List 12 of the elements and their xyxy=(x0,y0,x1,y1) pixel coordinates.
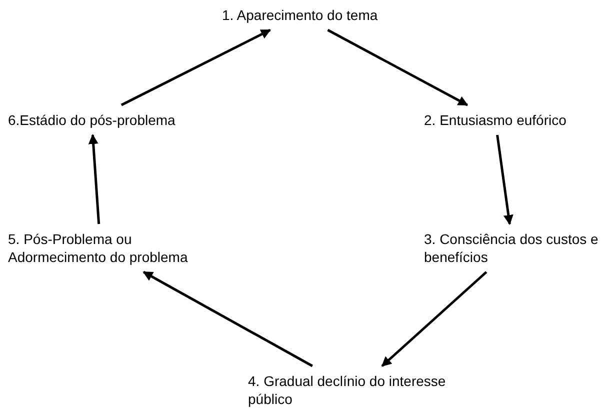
arrow xyxy=(142,270,313,368)
arrow xyxy=(381,271,488,367)
stage-label: 2. Entusiasmo eufórico xyxy=(424,111,566,129)
stage-label: 5. Pós-Problema ou Adormecimento do problema xyxy=(8,230,189,266)
arrow xyxy=(120,28,271,106)
arrow xyxy=(496,134,514,225)
arrow xyxy=(88,134,100,224)
stage-label: 4. Gradual declínio do interesse público xyxy=(248,372,447,408)
stage-label: 3. Consciência dos custos e benefícios xyxy=(424,230,600,266)
arrow xyxy=(327,28,468,106)
stage-label: 1. Aparecimento do tema xyxy=(222,6,378,24)
stage-label: 6.Estádio do pós-problema xyxy=(8,111,176,129)
